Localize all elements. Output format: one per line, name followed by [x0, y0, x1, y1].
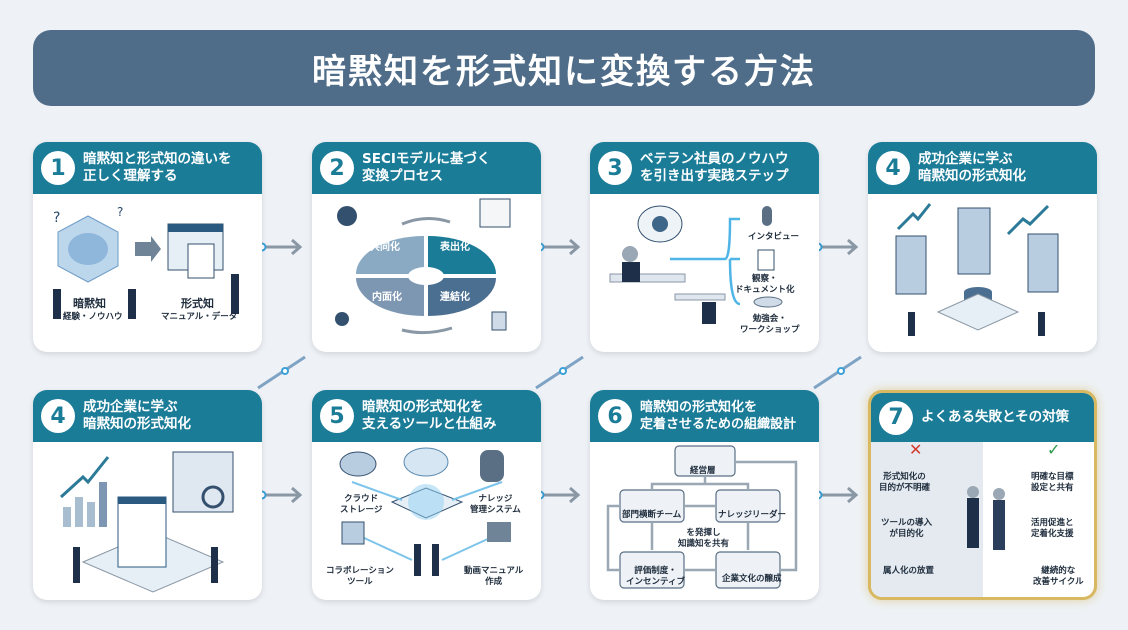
step-number: 5 — [320, 399, 354, 433]
label-tacit: 暗黙知 — [73, 297, 106, 310]
failure-individual-dependency: 属人化の放置 — [883, 566, 935, 576]
card-title: 暗黙知の形式知化を 定着させるための組織設計 — [640, 400, 797, 432]
org-culture: 企業文化の醸成 — [722, 574, 782, 584]
page-title: 暗黙知を形式知に変換する方法 — [33, 30, 1095, 106]
tools-hub-illustration — [339, 447, 511, 576]
step-number: 2 — [320, 151, 354, 185]
card-7-failures-countermeasures: 7 よくある失敗とその対策 ✕ ✓ 形式知化の 目的が不明確 ツールの導入 が目的… — [868, 390, 1097, 600]
seci-combination: 連結化 — [440, 292, 470, 303]
card-title: 暗黙知の形式知化を 支えるツールと仕組み — [362, 399, 497, 432]
org-share-note: を発揮し 知識知を共有 — [678, 528, 730, 549]
tool-cloud-storage: クラウド ストレージ — [340, 494, 383, 515]
org-cross-team: 部門横断チーム — [622, 510, 682, 520]
tool-knowledge-management: ナレッジ 管理システム — [470, 494, 521, 515]
dashboard-illustration — [59, 451, 234, 593]
card-title: ベテラン社員のノウハウ を引き出す実践ステップ — [640, 151, 789, 184]
tool-collaboration: コラボレーション ツール — [326, 566, 394, 587]
arrow-2-3 — [540, 238, 581, 256]
step-number: 1 — [41, 151, 75, 185]
tool-video-manual: 動画マニュアル 作成 — [464, 566, 524, 587]
org-chart-diagram — [606, 445, 798, 589]
failure-column — [871, 442, 983, 597]
label-explicit: 形式知 — [181, 297, 214, 310]
cross-icon: ✕ — [909, 440, 923, 459]
card-title: 成功企業に学ぶ 暗黙知の形式知化 — [918, 151, 1026, 184]
method-observation-documentation: 観察・ ドキュメント化 — [735, 274, 795, 295]
card-title: 成功企業に学ぶ 暗黙知の形式知化 — [83, 399, 191, 432]
org-evaluation-incentive: 評価制度・ インセンティブ — [626, 566, 685, 587]
failure-unclear-purpose: 形式知化の 目的が不明確 — [879, 472, 931, 493]
failure-tool-as-goal: ツールの導入 が目的化 — [881, 518, 933, 539]
seci-externalization: 表出化 — [440, 242, 470, 253]
svg-text:?: ? — [53, 210, 60, 226]
method-workshop: 勉強会・ ワークショップ — [740, 314, 800, 335]
step-number: 4 — [41, 399, 75, 433]
svg-text:?: ? — [117, 205, 123, 219]
arrow-6-7 — [818, 486, 859, 504]
method-interview: インタビュー — [748, 232, 800, 242]
consulting-people-illustration — [967, 486, 1005, 550]
step-number: 4 — [876, 151, 910, 185]
label-tacit-sub: 経験・ノウハウ — [63, 312, 123, 322]
step-number: 3 — [598, 151, 632, 185]
fix-continuous-improvement: 継続的な 改善サイクル — [1033, 566, 1084, 587]
arrow-1-2 — [262, 238, 303, 256]
seci-socialization: 共同化 — [370, 242, 400, 253]
step-number: 6 — [598, 399, 632, 433]
card-title: 暗黙知と形式知の違いを 正しく理解する — [83, 151, 232, 184]
seci-internalization: 内面化 — [372, 292, 402, 303]
arrow-3-4 — [818, 238, 859, 256]
org-management: 経営層 — [690, 466, 716, 476]
tacit-explicit-illustration: ?? — [53, 205, 239, 319]
seci-cycle-diagram — [335, 198, 511, 335]
check-icon: ✓ — [1047, 440, 1061, 459]
label-explicit-sub: マニュアル・データ — [161, 312, 238, 322]
fix-adoption-support: 活用促進と 定着化支援 — [1031, 518, 1074, 539]
companies-illustration — [895, 203, 1059, 336]
card-title: よくある失敗とその対策 — [921, 409, 1070, 425]
interview-illustration — [609, 205, 783, 324]
arrow-4-5 — [262, 486, 303, 504]
fix-clear-goals: 明確な目標 設定と共有 — [1031, 472, 1074, 493]
org-knowledge-leader: ナレッジリーダー — [718, 510, 787, 520]
arrow-5-6 — [540, 486, 581, 504]
step-number: 7 — [879, 400, 913, 435]
card-title: SECIモデルに基づく 変換プロセス — [362, 151, 491, 184]
